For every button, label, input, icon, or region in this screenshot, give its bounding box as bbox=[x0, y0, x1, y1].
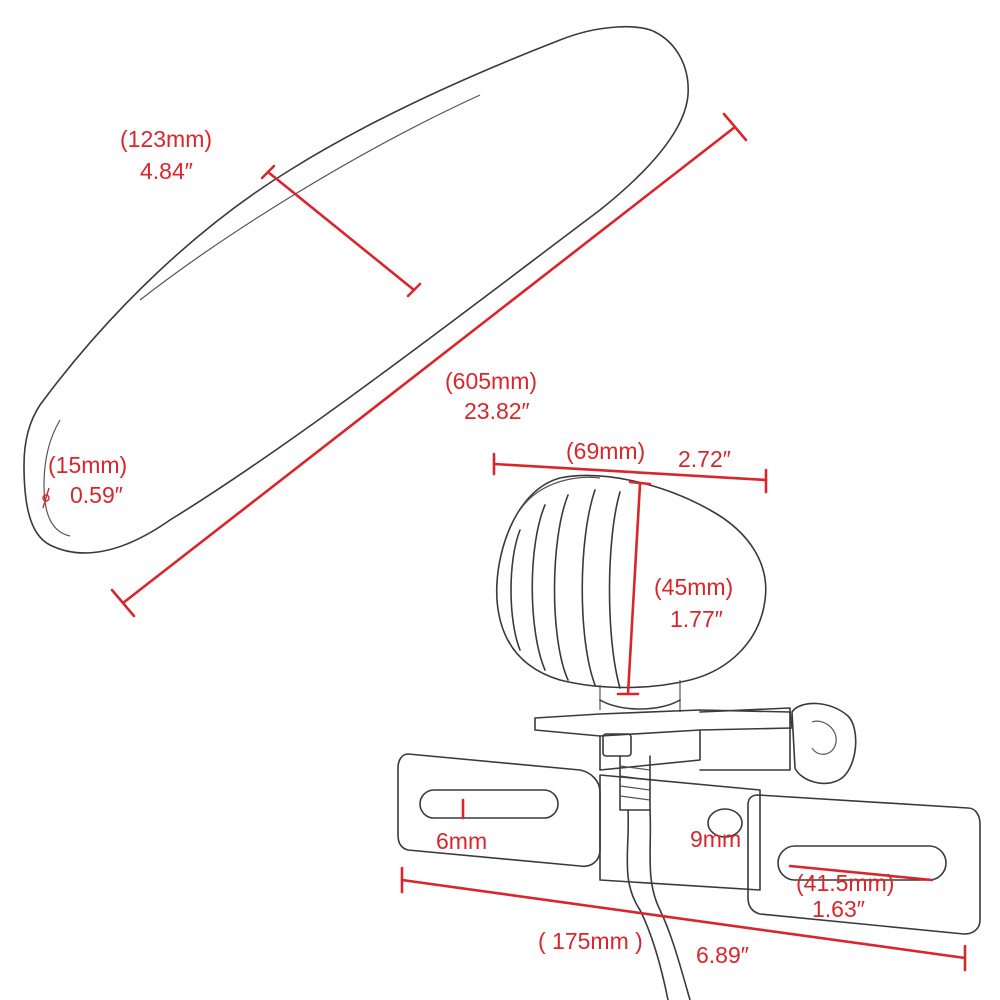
fender-width-inch-label: 4.84″ bbox=[140, 158, 193, 184]
slot-length-dimension-line bbox=[788, 864, 934, 882]
fender-width-dimension-line bbox=[260, 164, 422, 298]
hole-diameter-label: 9mm bbox=[690, 826, 742, 852]
rear-fender-outline bbox=[23, 26, 689, 554]
taillight-width-dimension-line bbox=[492, 452, 768, 494]
slot-length-inch-label: 1.63″ bbox=[812, 896, 865, 922]
fender-thickness-mm-label: (15mm) bbox=[48, 452, 128, 478]
taillight-height-inch-label: 1.77″ bbox=[670, 606, 723, 632]
bracket-total-length-inch-label: 6.89″ bbox=[696, 942, 749, 968]
fender-thickness-inch-label: 0.59″ bbox=[70, 482, 123, 508]
fender-length-dimension-line bbox=[110, 112, 748, 618]
taillight-height-dimension-line bbox=[616, 480, 652, 696]
fender-length-mm-label: (605mm) bbox=[445, 368, 538, 394]
slot-width-label: 6mm bbox=[436, 828, 488, 854]
license-plate-bracket-left bbox=[397, 753, 601, 868]
taillight-housing bbox=[495, 474, 767, 712]
slot-length-mm-label: (41.5mm) bbox=[796, 870, 895, 896]
bracket-total-length-mm-label: ( 175mm ) bbox=[538, 928, 643, 954]
license-plate-bracket-center bbox=[599, 774, 761, 891]
taillight-width-mm-label: (69mm) bbox=[566, 438, 646, 464]
bracket-total-length-dimension-line bbox=[400, 866, 967, 972]
taillight-width-inch-label: 2.72″ bbox=[678, 446, 731, 472]
fender-width-mm-label: (123mm) bbox=[120, 126, 213, 152]
taillight-height-mm-label: (45mm) bbox=[654, 574, 734, 600]
bolt-and-cable bbox=[619, 755, 691, 1000]
fender-length-inch-label: 23.82″ bbox=[464, 398, 530, 424]
license-plate-bracket-right bbox=[747, 794, 981, 935]
